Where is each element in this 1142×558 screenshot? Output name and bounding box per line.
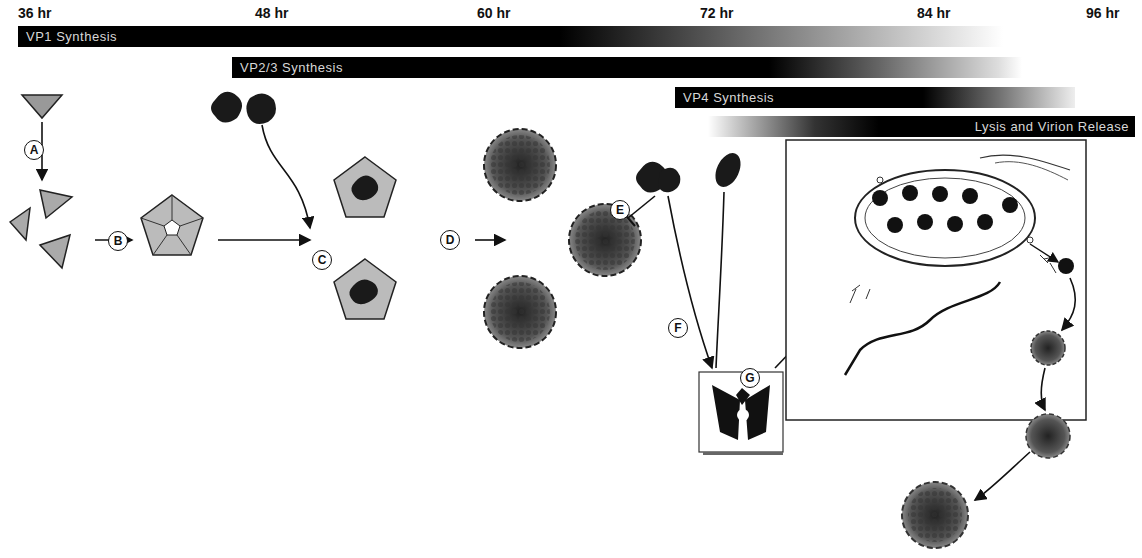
drawing-circle: [569, 204, 641, 276]
time-label: 36 hr: [18, 5, 51, 21]
drawing-path: [1062, 278, 1075, 330]
drawing-circle: [1058, 258, 1074, 274]
synthesis-bar: VP1 Synthesis: [18, 26, 1003, 47]
drawing-path: [246, 93, 276, 124]
drawing-path: [40, 235, 70, 268]
drawing-g: [141, 195, 203, 255]
drawing-line: [475, 239, 505, 241]
drawing-rect: [703, 452, 783, 455]
drawing-path: [850, 285, 870, 303]
drawing-path: [995, 162, 1068, 180]
drawing-ellipse: [855, 170, 1035, 266]
step-letter: E: [610, 200, 630, 220]
bar-label: VP1 Synthesis: [26, 29, 117, 44]
drawing-path: [334, 259, 396, 319]
drawing-path: [736, 388, 750, 405]
synthesis-bar: VP4 Synthesis: [675, 87, 1075, 108]
drawing-circle: [575, 210, 635, 270]
drawing-path: [351, 175, 378, 200]
drawing-circle: [908, 488, 962, 542]
bar-label: VP4 Synthesis: [683, 90, 774, 105]
drawing-circle: [917, 214, 933, 230]
drawing-ellipse: [710, 149, 745, 191]
drawing-circle: [737, 409, 749, 421]
drawing-path: [628, 196, 655, 218]
drawing-path: [1041, 368, 1045, 410]
time-label: 84 hr: [917, 5, 950, 21]
drawing-circle: [1027, 237, 1033, 243]
drawing-path: [164, 220, 180, 235]
time-label: 60 hr: [477, 5, 510, 21]
drawing-circle: [484, 276, 556, 348]
drawing-line: [218, 239, 310, 241]
step-letter: A: [24, 140, 44, 160]
drawing-circle: [902, 482, 968, 548]
synthesis-bar: Lysis and Virion Release: [708, 116, 1135, 137]
step-letter: B: [108, 231, 128, 251]
drawing-path: [1030, 244, 1058, 262]
drawing-circle: [947, 216, 963, 232]
time-label: 72 hr: [700, 5, 733, 21]
drawing-path: [1040, 255, 1056, 273]
time-label: 96 hr: [1086, 5, 1119, 21]
drawing-circle: [877, 177, 883, 183]
drawing-path: [141, 195, 203, 255]
drawing-ellipse: [865, 178, 1025, 258]
drawing-circle: [902, 185, 918, 201]
drawing-circle: [1026, 414, 1070, 458]
drawing-circle: [932, 186, 948, 202]
drawing-path: [211, 92, 242, 123]
drawing-g: [334, 157, 396, 217]
drawing-path: [22, 95, 62, 118]
synthesis-bar: VP2/3 Synthesis: [232, 57, 1022, 78]
drawing-path: [845, 282, 1000, 375]
drawing-path: [712, 385, 770, 440]
drawing-path: [262, 125, 310, 228]
drawing-circle: [490, 282, 550, 342]
drawing-circle: [1031, 331, 1065, 365]
drawing-path: [975, 452, 1030, 500]
step-letter: G: [740, 368, 760, 388]
bar-label: VP2/3 Synthesis: [240, 60, 343, 75]
drawing-circle: [872, 190, 888, 206]
drawing-circle: [484, 129, 556, 201]
drawing-circle: [977, 214, 993, 230]
step-letter: D: [440, 230, 460, 250]
drawing-path: [668, 196, 712, 368]
drawing-circle: [490, 135, 550, 195]
drawing-rect: [786, 140, 1086, 420]
drawing-g: [334, 259, 396, 319]
drawing-path: [716, 192, 724, 368]
drawing-path: [349, 279, 378, 304]
step-letter: F: [668, 318, 688, 338]
step-letter: C: [312, 250, 332, 270]
drawing-circle: [1002, 197, 1018, 213]
bar-label: Lysis and Virion Release: [975, 119, 1129, 134]
time-label: 48 hr: [255, 5, 288, 21]
drawing-path: [10, 208, 30, 240]
drawing-path: [334, 157, 396, 217]
drawing-path: [141, 195, 203, 255]
drawing-path: [658, 168, 680, 193]
drawing-circle: [962, 188, 978, 204]
drawing-path: [40, 190, 72, 218]
drawing-path: [980, 155, 1070, 170]
drawing-circle: [887, 217, 903, 233]
